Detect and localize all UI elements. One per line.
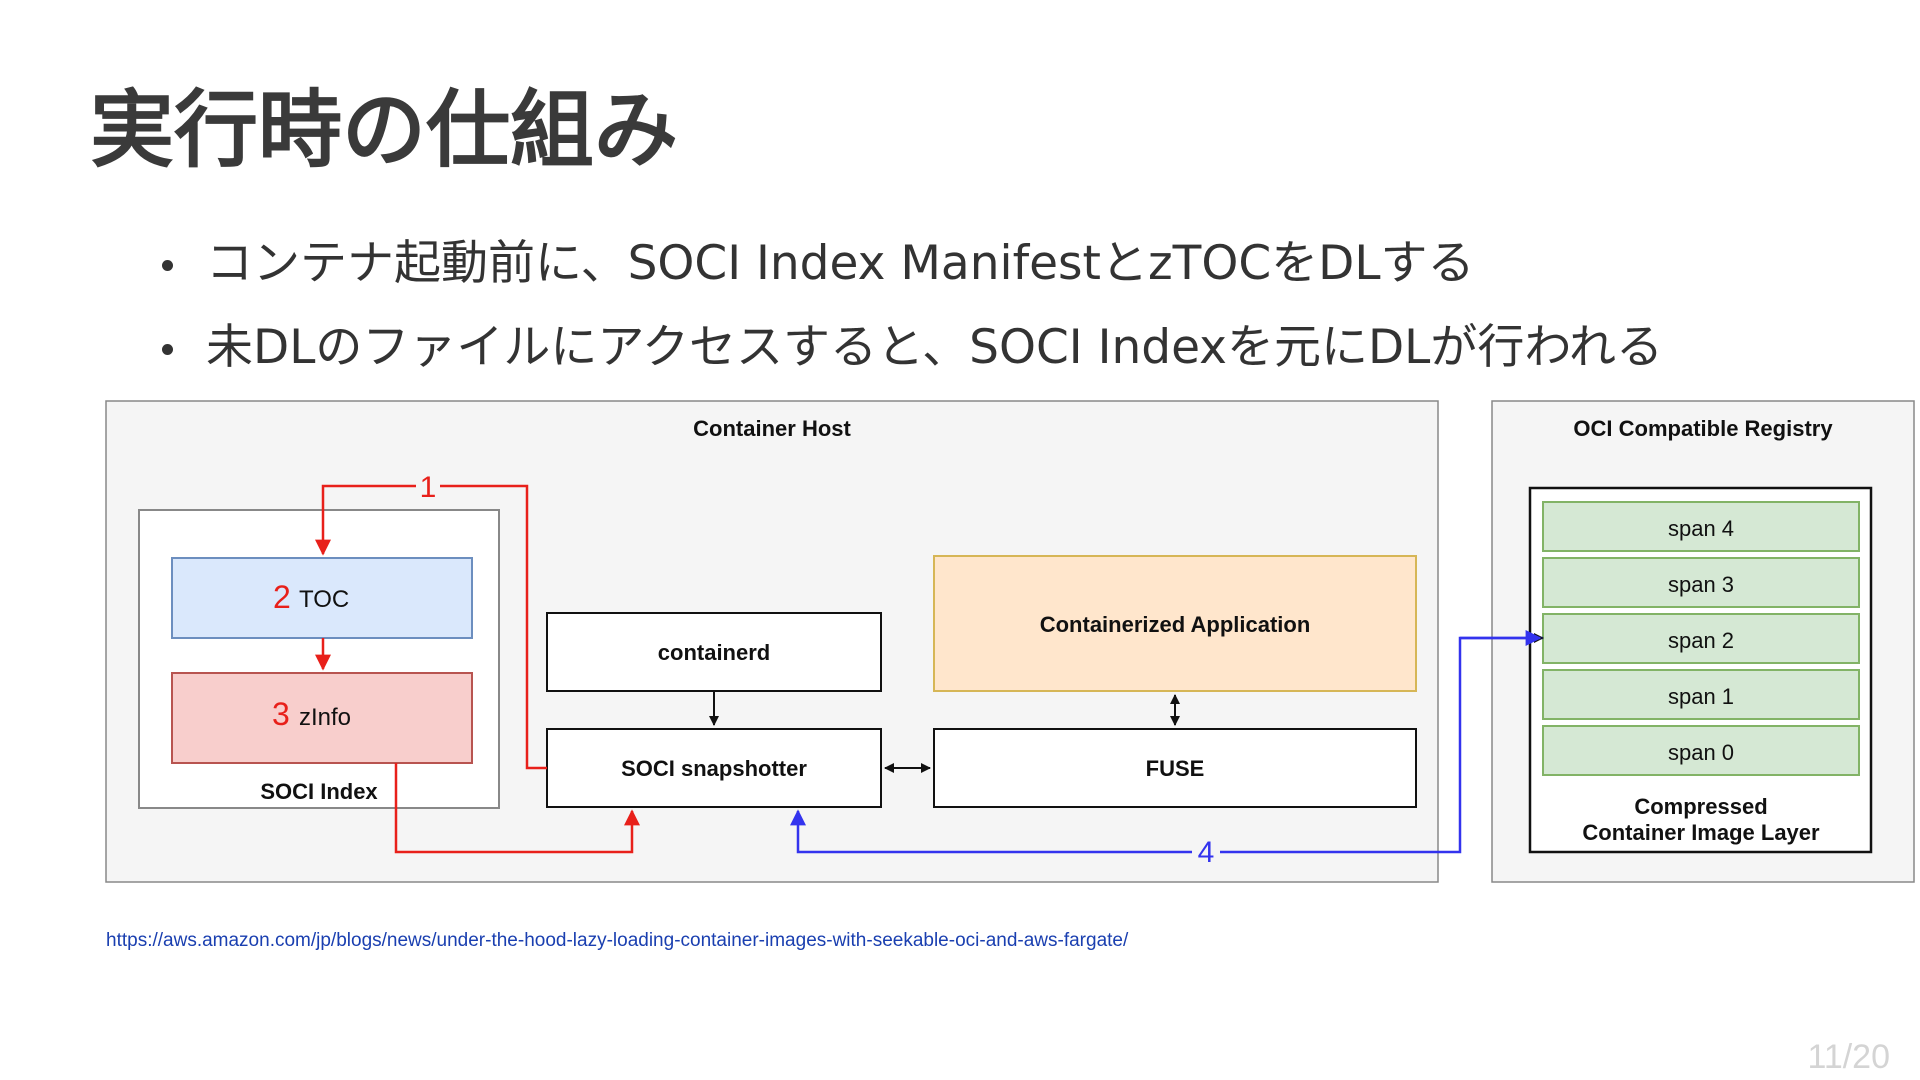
image-layer-label-line1: Compressed [1634,794,1767,819]
zinfo-label: zInfo [299,704,351,731]
span-box [1542,501,1860,552]
containerd-label: containerd [658,640,770,665]
zinfo-number: 3 [272,696,290,732]
fuse-label: FUSE [1146,756,1205,781]
span-label: span 3 [1668,572,1734,597]
soci-index-label: SOCI Index [260,779,378,804]
span-box [1542,725,1860,776]
span-label: span 2 [1668,628,1734,653]
bullet-text: 未DLのファイルにアクセスすると、SOCI Indexを元にDLが行われる [206,320,1664,375]
toc-number: 2 [273,579,291,615]
span-box [1542,557,1860,608]
registry-label: OCI Compatible Registry [1573,416,1833,441]
span-box [1542,669,1860,720]
page-number: 11/20 [1807,1038,1890,1076]
span-label: span 0 [1668,740,1734,765]
step1-arrow [315,484,547,770]
span-label: span 1 [1668,684,1734,709]
step1-label-bg [416,466,440,508]
zinfo-box [171,672,473,764]
toc-label: TOC [299,586,349,613]
soci-snapshotter-label: SOCI snapshotter [621,756,807,781]
container-host-label: Container Host [693,416,851,441]
span-list: span 4 span 3 span 2 span 1 span 0 [1542,501,1860,776]
bullet-dot-icon [162,260,173,271]
bullet-item: 未DLのファイルにアクセスすると、SOCI Indexを元にDLが行われる [160,306,1663,390]
bullet-item: コンテナ起動前に、SOCI Index ManifestとzTOCをDLする [160,222,1663,306]
containerized-app-label: Containerized Application [1040,612,1311,637]
bullet-dot-icon [162,344,173,355]
bullet-text: コンテナ起動前に、SOCI Index ManifestとzTOCをDLする [206,236,1475,291]
step4-label-bg [1192,834,1220,870]
step1-label: 1 [420,471,437,504]
image-layer-label-line2: Container Image Layer [1582,820,1820,845]
step4-label: 4 [1198,836,1215,869]
slide-title: 実行時の仕組み [90,81,679,179]
reference-link[interactable]: https://aws.amazon.com/jp/blogs/news/und… [106,930,1129,951]
span-label: span 4 [1668,516,1734,541]
bullet-list: コンテナ起動前に、SOCI Index ManifestとzTOCをDLする 未… [160,222,1663,390]
zinfo-to-snapshotter-arrow [394,763,640,854]
toc-box [171,557,473,639]
